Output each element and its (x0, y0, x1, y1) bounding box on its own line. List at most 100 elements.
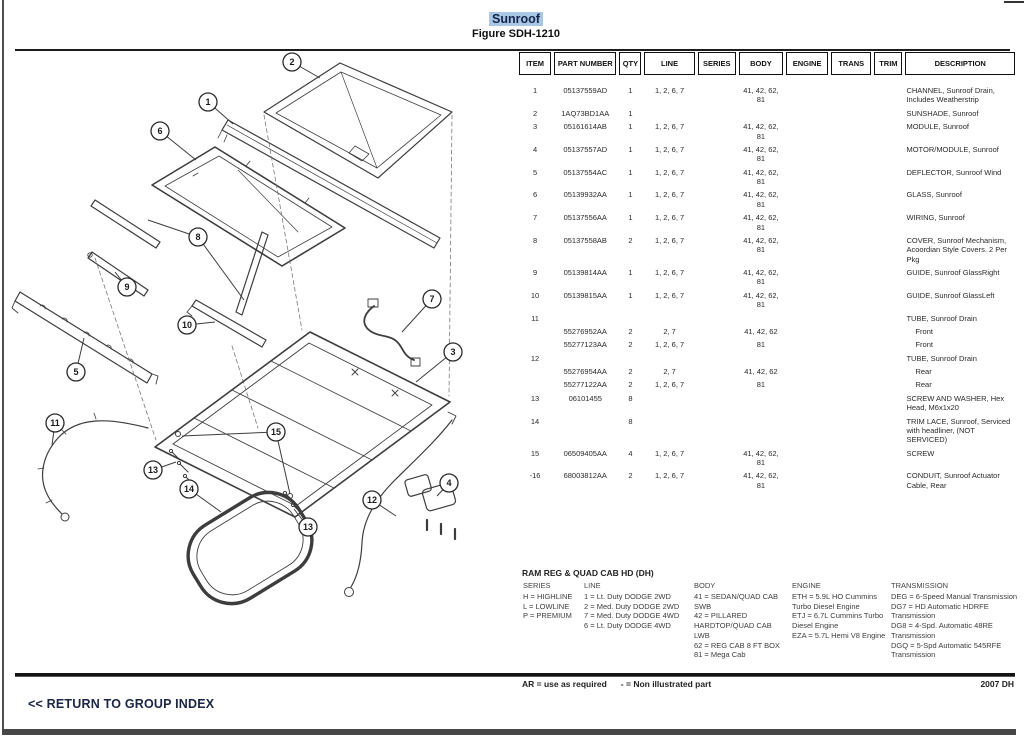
cell-trim (874, 266, 902, 289)
callout-number: 11 (50, 418, 60, 428)
footer-ar-note: AR = use as required (522, 679, 607, 689)
cell-series (698, 120, 736, 143)
drawing-drain-tube-rear (344, 419, 453, 597)
column-header: TRIM (874, 52, 903, 75)
cell-item: 12 (530, 353, 540, 363)
cell-trans (831, 312, 871, 325)
callout-circle (45, 413, 65, 433)
cell-item: -16 (529, 471, 541, 481)
cell-trim (874, 234, 902, 266)
cell-series (698, 107, 736, 120)
cell-engine (786, 211, 828, 234)
cell-item (519, 325, 551, 338)
callout-circle (422, 289, 442, 309)
cell-series (698, 84, 736, 107)
cell-series (698, 415, 736, 447)
callout-leader-line (275, 431, 291, 495)
callout-number: 8 (195, 232, 200, 242)
callout-number: 5 (73, 367, 78, 377)
cell-body: 41, 42, 62, 81 (743, 471, 779, 490)
cell-desc: MOTOR/MODULE, Sunroof (906, 144, 999, 154)
legend-item: L = LOWLINE (523, 601, 570, 611)
cell-body (739, 312, 783, 325)
cell-line: 1, 2, 6, 7 (654, 340, 685, 350)
cell-item (519, 365, 551, 378)
cell-part: 05139815AA (563, 290, 607, 300)
callout-circle (66, 362, 86, 382)
callout-number: 2 (289, 57, 294, 67)
drawing-wind-deflector (11, 291, 159, 385)
cell-desc: SUNSHADE, Sunroof (906, 108, 979, 118)
callout-circle (143, 460, 163, 480)
legend-title: ENGINE (792, 581, 821, 590)
legend-title: BODY (694, 581, 716, 590)
column-header: QTY (619, 52, 642, 75)
cell-item: 14 (530, 416, 540, 426)
callout-number: 13 (303, 522, 313, 532)
callout-circle (282, 52, 302, 72)
cell-body: 41, 42, 62, 81 (743, 190, 779, 209)
cell-trim (874, 188, 902, 211)
cell-body: 41, 42, 62, 81 (743, 235, 779, 255)
cell-body: 41, 42, 62 (744, 326, 778, 336)
cell-trim (874, 365, 902, 378)
cell-qty: 4 (628, 448, 633, 458)
cell-trim (874, 84, 902, 107)
cell-engine (786, 84, 828, 107)
cell-body: 41, 42, 62, 81 (743, 448, 779, 467)
cell-body (739, 107, 783, 120)
callout-circle (179, 479, 199, 499)
cell-series (698, 469, 736, 492)
callout-circle (188, 227, 208, 247)
legend-item: 81 = Mega Cab (694, 650, 746, 660)
cell-desc: Front (915, 326, 933, 336)
cell-line (644, 352, 694, 365)
legend-item: DGQ = 5-Spd Automatic 545RFE Transmissio… (891, 640, 1002, 660)
cell-qty: 2 (628, 340, 633, 350)
cell-series (698, 392, 736, 415)
cell-engine (786, 312, 828, 325)
legend-item: H = HIGHLINE (523, 591, 573, 601)
return-to-group-index-link[interactable]: << RETURN TO GROUP INDEX (28, 697, 215, 711)
cell-qty: 1 (628, 167, 633, 177)
cell-engine (786, 447, 828, 470)
cell-line: 1, 2, 6, 7 (654, 86, 685, 95)
cell-qty: 1 (628, 144, 633, 154)
page-left-border (2, 0, 4, 733)
cell-line: 1, 2, 6, 7 (654, 144, 685, 154)
cell-body: 41, 42, 62, 81 (743, 144, 779, 164)
cell-trim (874, 352, 902, 365)
cell-part: 55276954AA (563, 367, 607, 376)
cell-desc: MODULE, Sunroof (906, 122, 969, 132)
cell-part: 05161614AB (563, 122, 607, 132)
footer-dash-note: - = Non illustrated part (620, 679, 712, 689)
cell-series (698, 352, 736, 365)
cell-series (698, 211, 736, 234)
cell-part: 05137559AD (563, 86, 608, 95)
callout-circle (443, 342, 463, 362)
legend-item: 2 = Med. Duty DODGE 2WD (584, 601, 680, 611)
cell-part: 05137557AD (563, 144, 608, 154)
legend-item: DG8 = 4-Spd. Automatic 48RE Transmission (891, 621, 993, 640)
cell-line: 1, 2, 6, 7 (654, 122, 685, 132)
cell-series (698, 289, 736, 312)
cell-line: 2, 7 (663, 367, 676, 376)
cell-body: 41, 42, 62, 81 (743, 268, 779, 287)
legend-item: ETH = 5.9L HO Cummins Turbo Diesel Engin… (792, 591, 877, 611)
cell-part: 05137558AB (563, 235, 607, 245)
cell-item: 11 (531, 313, 539, 323)
